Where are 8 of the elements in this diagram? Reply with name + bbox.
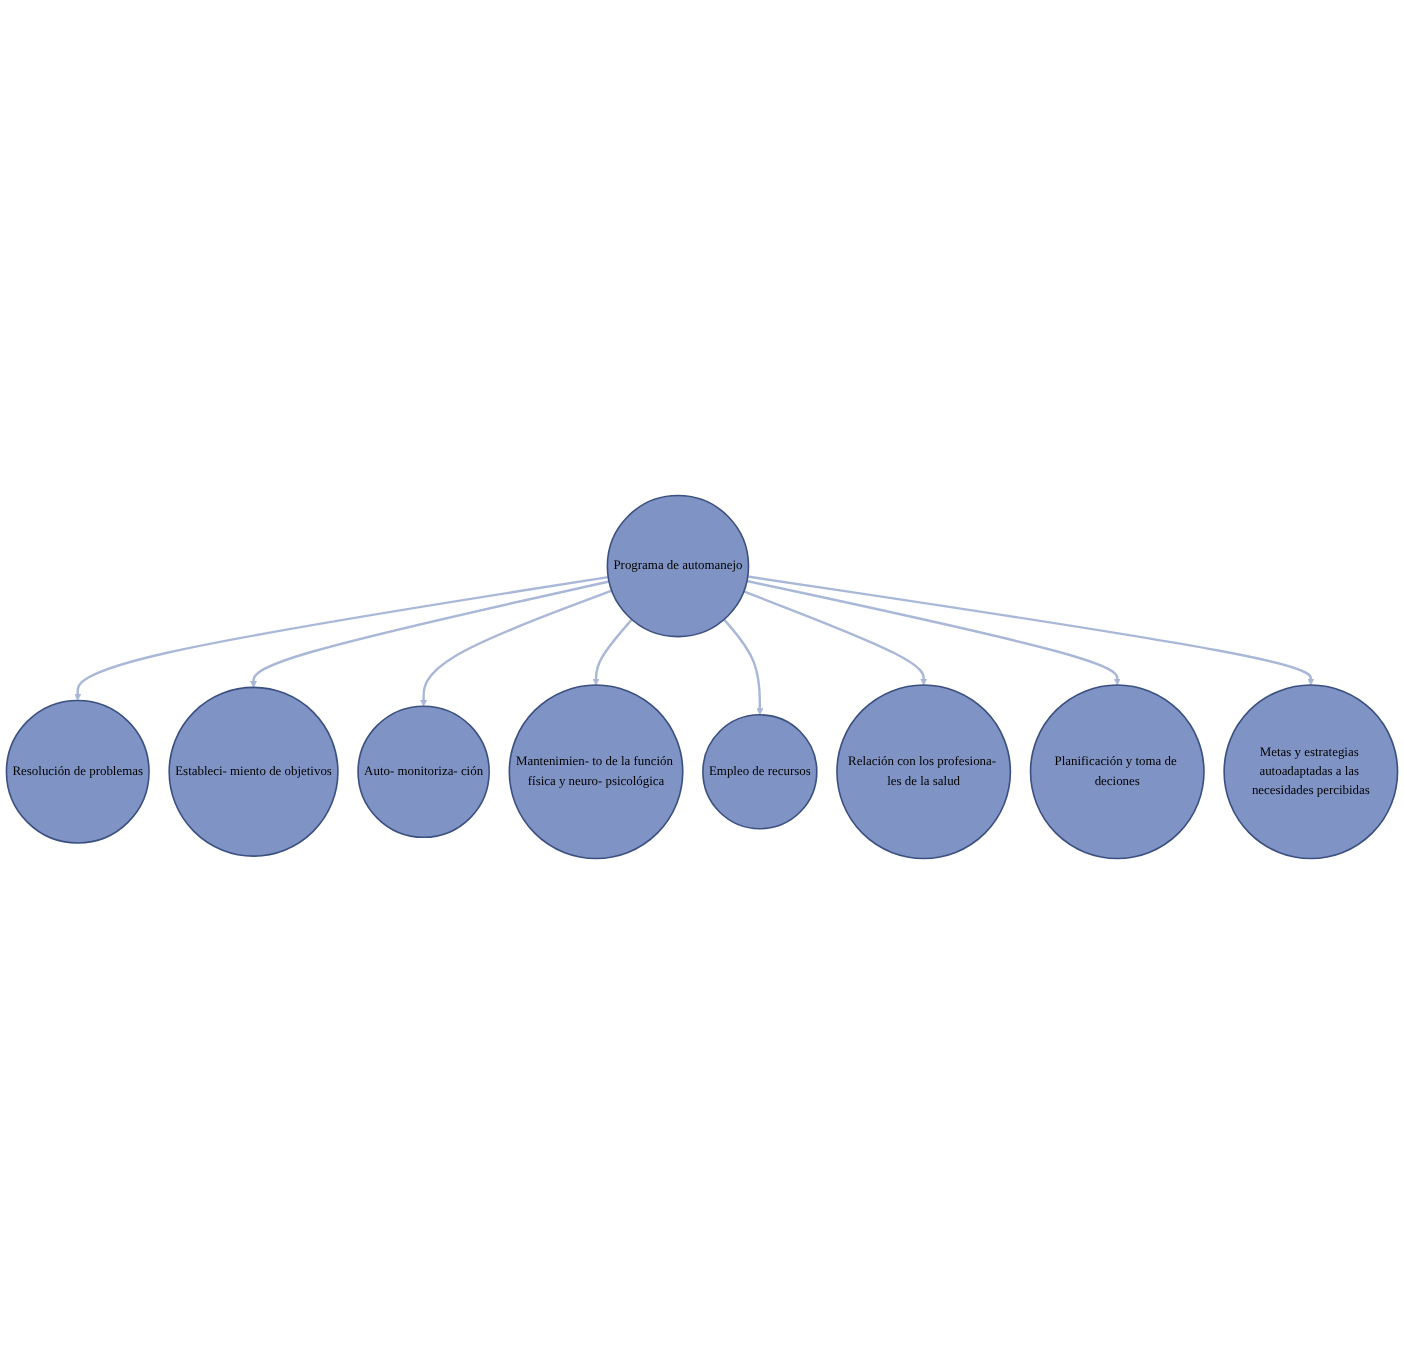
arrow [74, 575, 609, 701]
arrow [746, 579, 1121, 686]
arrow [743, 590, 928, 686]
arrow [747, 575, 1315, 686]
arrow [723, 618, 764, 716]
arrow [250, 580, 610, 688]
arrow [592, 618, 633, 686]
arrow [420, 589, 613, 707]
